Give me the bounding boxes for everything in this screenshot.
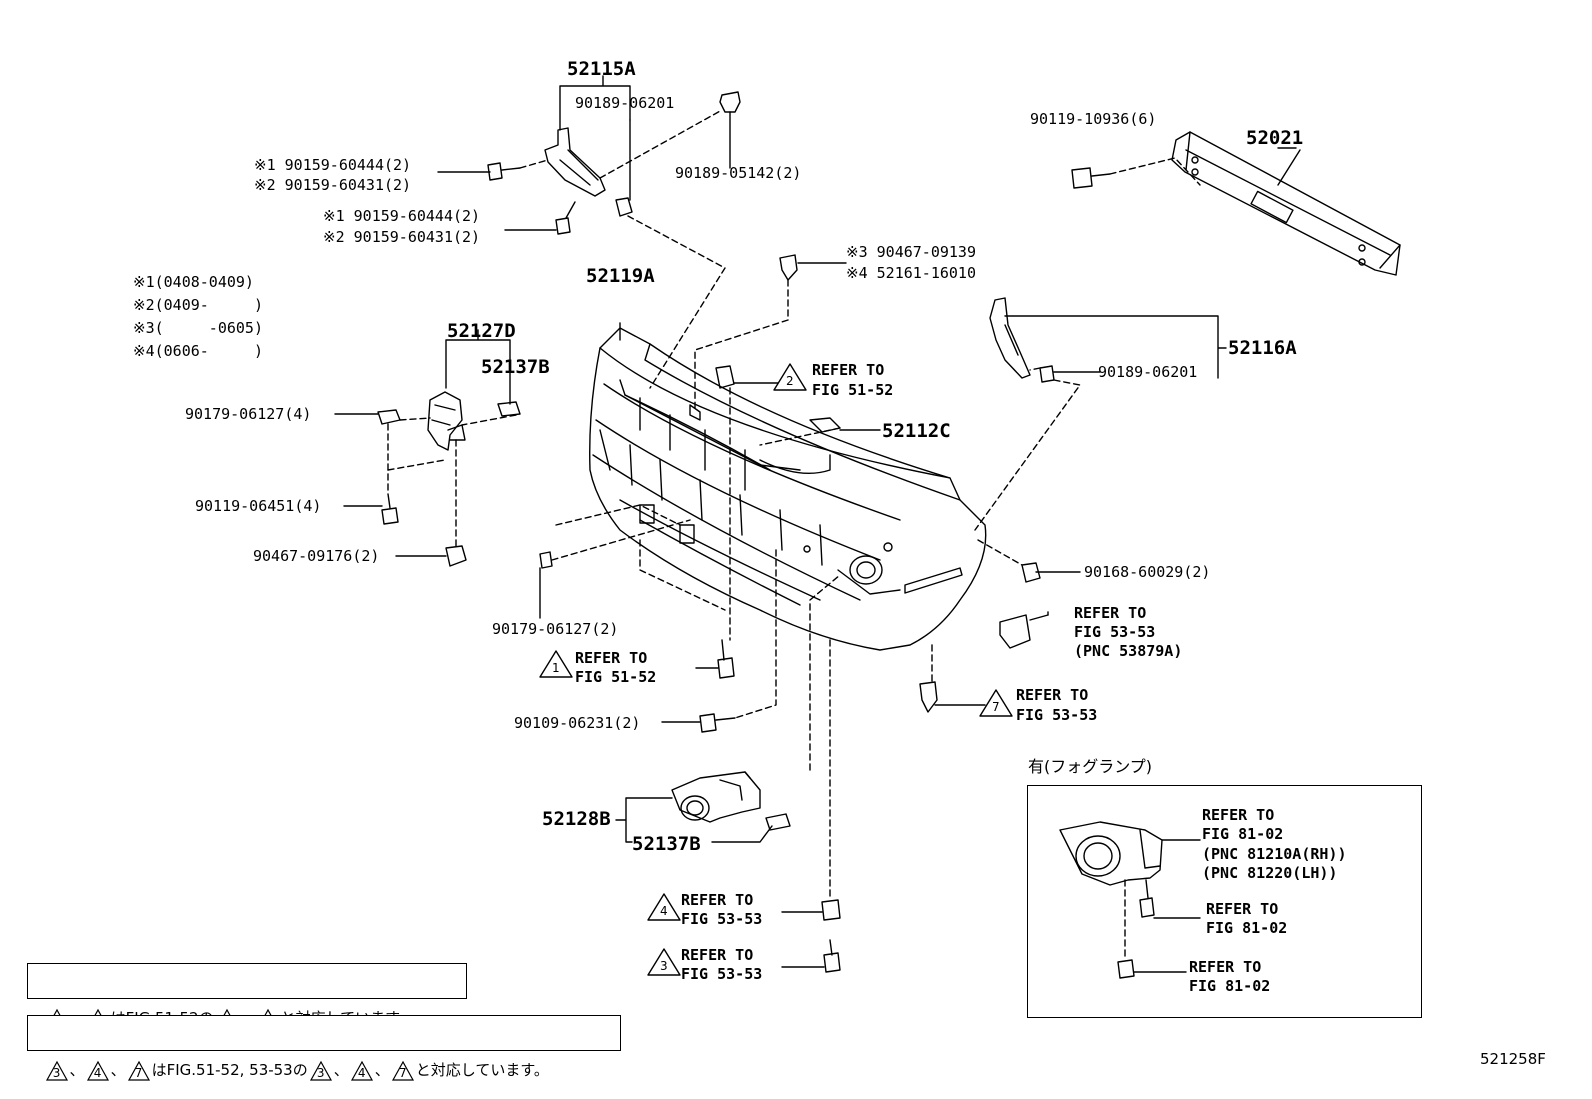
fog-ref-c-line2: FIG 81-02 bbox=[1189, 977, 1271, 995]
ref-b-line1: REFER TO bbox=[1074, 604, 1147, 622]
label-52128b: 52128B bbox=[542, 808, 611, 830]
ref-7-line2: FIG 53-53 bbox=[1016, 706, 1098, 724]
note-2-tri-6: 7 bbox=[398, 1065, 407, 1080]
label-clip-4: ※4 52161-16010 bbox=[846, 264, 976, 282]
ref-1-line1: REFER TO bbox=[575, 649, 648, 667]
label-90179-06127-top: 90179-06127(4) bbox=[185, 405, 312, 423]
fog-box-drawing bbox=[1059, 821, 1201, 979]
ref-tri-2-num: 2 bbox=[786, 374, 794, 388]
label-top-bolt-1: ※1 90159-60444(2) bbox=[254, 156, 412, 174]
ref-tri-4-num: 4 bbox=[660, 904, 668, 918]
note-2-sep2: 、 bbox=[110, 1061, 126, 1079]
label-90179-06127-bot: 90179-06127(2) bbox=[492, 620, 619, 638]
key-3: ※3( -0605) bbox=[133, 319, 263, 337]
note-2-tri-2: 4 bbox=[93, 1065, 102, 1080]
label-52127d: 52127D bbox=[447, 320, 516, 342]
label-52137b-bot: 52137B bbox=[632, 833, 701, 855]
label-90119-06451: 90119-06451(4) bbox=[195, 497, 322, 515]
ref-b-line3: (PNC 53879A) bbox=[1074, 642, 1183, 660]
label-90189-05142: 90189-05142(2) bbox=[675, 164, 802, 182]
fog-ref-b-line2: FIG 81-02 bbox=[1206, 919, 1288, 937]
label-52112c: 52112C bbox=[882, 420, 951, 442]
ref-2-line2: FIG 51-52 bbox=[812, 381, 894, 399]
ref-3-line2: FIG 53-53 bbox=[681, 965, 763, 983]
label-clip-3: ※3 90467-09139 bbox=[846, 243, 976, 261]
bracket-52115a-drawing bbox=[544, 127, 606, 197]
label-52021: 52021 bbox=[1246, 127, 1304, 149]
fog-ref-a-line4: (PNC 81220(LH)) bbox=[1202, 864, 1338, 882]
hardware-drawings bbox=[377, 91, 1111, 973]
label-mid-bolt-2: ※2 90159-60431(2) bbox=[323, 228, 481, 246]
fog-lamp-drawing bbox=[671, 771, 761, 823]
ref-tri-1-num: 1 bbox=[552, 661, 560, 675]
ref-b-line2: FIG 53-53 bbox=[1074, 623, 1156, 641]
label-52116a: 52116A bbox=[1228, 337, 1297, 359]
label-mid-bolt-1: ※1 90159-60444(2) bbox=[323, 207, 481, 225]
ref-7-line1: REFER TO bbox=[1016, 686, 1089, 704]
diagram-code: 521258F bbox=[1480, 1050, 1546, 1068]
ref-4-line1: REFER TO bbox=[681, 891, 754, 909]
ref-tri-3-num: 3 bbox=[660, 959, 668, 973]
label-90467-09176: 90467-09176(2) bbox=[253, 547, 380, 565]
note-2-sep3: 、 bbox=[333, 1061, 349, 1079]
note-1: 1、2はFIG.51-52の1、2と対応しています。 bbox=[27, 963, 467, 1029]
note-2-sep: 、 bbox=[69, 1061, 85, 1079]
note-2-sep4: 、 bbox=[374, 1061, 390, 1079]
note-2-tri-3: 7 bbox=[134, 1065, 143, 1080]
label-52137b-top: 52137B bbox=[481, 356, 550, 378]
reinforcement-drawing bbox=[1171, 131, 1401, 276]
fog-ref-a-line3: (PNC 81210A(RH)) bbox=[1202, 845, 1347, 863]
ref-tri-7-num: 7 bbox=[992, 700, 1000, 714]
ref-triangles bbox=[539, 363, 1013, 976]
label-90119-10936: 90119-10936(6) bbox=[1030, 110, 1157, 128]
bumper-cover-drawing bbox=[589, 327, 987, 651]
label-52119a: 52119A bbox=[586, 265, 655, 287]
note-2-tri-4: 3 bbox=[316, 1065, 325, 1080]
label-90168-60029: 90168-60029(2) bbox=[1084, 563, 1211, 581]
note-2-text: はFIG.51-52, 53-53の bbox=[151, 1061, 308, 1079]
note-2-tail: と対応しています。 bbox=[415, 1061, 549, 1079]
fog-box-title: 有(フォグランプ) bbox=[1028, 757, 1153, 776]
key-4: ※4(0606- ) bbox=[133, 342, 263, 360]
fog-ref-b-line1: REFER TO bbox=[1206, 900, 1279, 918]
bracket-52127d-drawing bbox=[427, 391, 466, 451]
label-top-bolt-2: ※2 90159-60431(2) bbox=[254, 176, 412, 194]
leader-lines bbox=[334, 75, 1297, 968]
fog-lamp-box bbox=[1027, 785, 1422, 1018]
key-2: ※2(0409- ) bbox=[133, 296, 263, 314]
label-52115a: 52115A bbox=[567, 58, 636, 80]
ref-2-line1: REFER TO bbox=[812, 361, 885, 379]
note-2-tri-1: 3 bbox=[52, 1065, 61, 1080]
label-90189-06201-right: 90189-06201 bbox=[1098, 363, 1198, 381]
fog-ref-a-line1: REFER TO bbox=[1202, 806, 1275, 824]
ref-3-line1: REFER TO bbox=[681, 946, 754, 964]
dashed-guides bbox=[387, 109, 1201, 901]
note-2: 3 、 4 、 7 はFIG.51-52, 53-53の 3 、 4 、 7 と対応しています。 bbox=[27, 1015, 621, 1081]
label-90189-06201-top: 90189-06201 bbox=[575, 94, 675, 112]
ref-1-line2: FIG 51-52 bbox=[575, 668, 657, 686]
bracket-52116a-drawing bbox=[989, 297, 1031, 379]
fog-ref-a-line2: FIG 81-02 bbox=[1202, 825, 1284, 843]
fog-ref-c-line1: REFER TO bbox=[1189, 958, 1262, 976]
note-2-tri-5: 4 bbox=[357, 1065, 366, 1080]
key-1: ※1(0408-0409) bbox=[133, 273, 254, 291]
ref-4-line2: FIG 53-53 bbox=[681, 910, 763, 928]
label-90109-06231: 90109-06231(2) bbox=[514, 714, 641, 732]
